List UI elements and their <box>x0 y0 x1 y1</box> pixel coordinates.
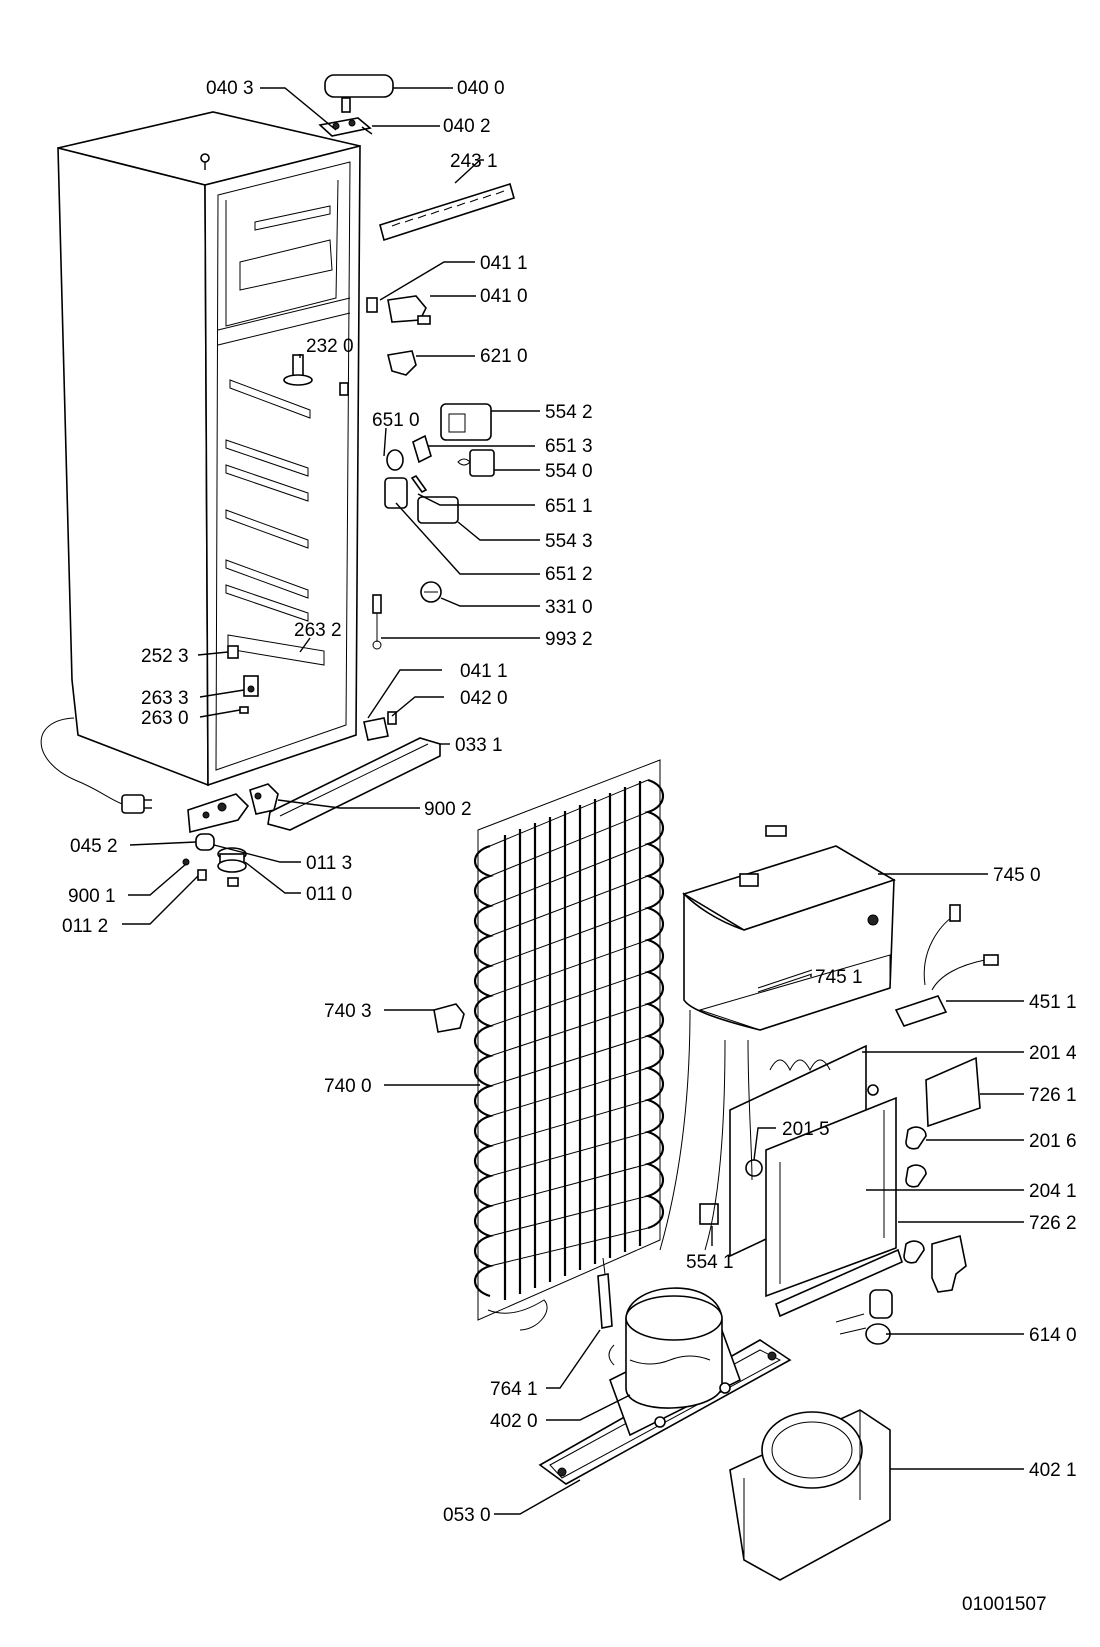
callout-232-0: 232 0 <box>306 336 354 357</box>
top-hinge-assembly <box>318 74 394 137</box>
callout-040-2: 040 2 <box>443 116 491 137</box>
drawing-number: 01001507 <box>962 1594 1047 1615</box>
callout-252-3: 252 3 <box>141 646 189 667</box>
callout-053-0: 053 0 <box>443 1505 491 1526</box>
callout-011-3: 011 3 <box>306 853 352 874</box>
callout-201-6: 201 6 <box>1029 1131 1077 1152</box>
callout-040-0: 040 0 <box>457 78 505 99</box>
callout-614-0: 614 0 <box>1029 1325 1077 1346</box>
callout-201-5: 201 5 <box>782 1119 830 1140</box>
thermostat-cluster <box>372 403 495 650</box>
callout-726-1: 726 1 <box>1029 1085 1077 1106</box>
bottom-hinge-grille <box>182 645 441 887</box>
callout-331-0: 331 0 <box>545 597 593 618</box>
callout-041-1: 041 1 <box>480 253 528 274</box>
middle-hinge <box>366 295 431 325</box>
callout-033-1: 033 1 <box>455 735 503 756</box>
callout-651-3: 651 3 <box>545 436 593 457</box>
compressor <box>538 1257 792 1485</box>
callout-041-1-lower: 041 1 <box>460 661 508 682</box>
callout-745-0: 745 0 <box>993 865 1041 886</box>
lamp-holder <box>387 350 417 376</box>
callout-554-1: 554 1 <box>686 1252 734 1273</box>
callout-011-2: 011 2 <box>62 916 108 937</box>
callout-204-1: 204 1 <box>1029 1181 1077 1202</box>
callout-402-1: 402 1 <box>1029 1460 1077 1481</box>
callout-745-1: 745 1 <box>815 967 863 988</box>
cabinet-body <box>40 111 361 814</box>
leader-lines <box>122 87 1024 1515</box>
callout-263-2: 263 2 <box>294 620 342 641</box>
callout-554-3: 554 3 <box>545 531 593 552</box>
coil-clip <box>433 1003 465 1033</box>
callout-labels: 040 3 040 0 040 2 243 1 041 1 041 0 232 … <box>62 78 1077 1526</box>
callout-651-1: 651 1 <box>545 496 593 517</box>
callout-900-1: 900 1 <box>68 886 116 907</box>
callout-740-0: 740 0 <box>324 1076 372 1097</box>
electrical-box <box>659 1009 981 1345</box>
top-bracket <box>682 825 896 1031</box>
callout-651-2: 651 2 <box>545 564 593 585</box>
callout-554-0: 554 0 <box>545 461 593 482</box>
condenser-coil <box>473 759 665 1331</box>
callout-451-1: 451 1 <box>1029 992 1077 1013</box>
top-grille <box>379 182 515 242</box>
callout-621-0: 621 0 <box>480 346 528 367</box>
callout-042-0: 042 0 <box>460 688 508 709</box>
callout-041-0: 041 0 <box>480 286 528 307</box>
callout-740-3: 740 3 <box>324 1001 372 1022</box>
callout-900-2: 900 2 <box>424 799 472 820</box>
callout-993-2: 993 2 <box>545 629 593 650</box>
power-cable <box>894 904 999 1027</box>
callout-201-4: 201 4 <box>1029 1043 1077 1064</box>
callout-263-3: 263 3 <box>141 688 189 709</box>
callout-726-2: 726 2 <box>1029 1213 1077 1234</box>
callout-045-2: 045 2 <box>70 836 118 857</box>
compressor-box <box>729 1409 891 1581</box>
callout-263-0: 263 0 <box>141 708 189 729</box>
callout-554-2: 554 2 <box>545 402 593 423</box>
callout-011-0: 011 0 <box>306 884 352 905</box>
callout-243-1: 243 1 <box>450 151 498 172</box>
callout-651-0: 651 0 <box>372 410 420 431</box>
callout-764-1: 764 1 <box>490 1379 538 1400</box>
callout-040-3: 040 3 <box>206 78 254 99</box>
callout-402-0: 402 0 <box>490 1411 538 1432</box>
